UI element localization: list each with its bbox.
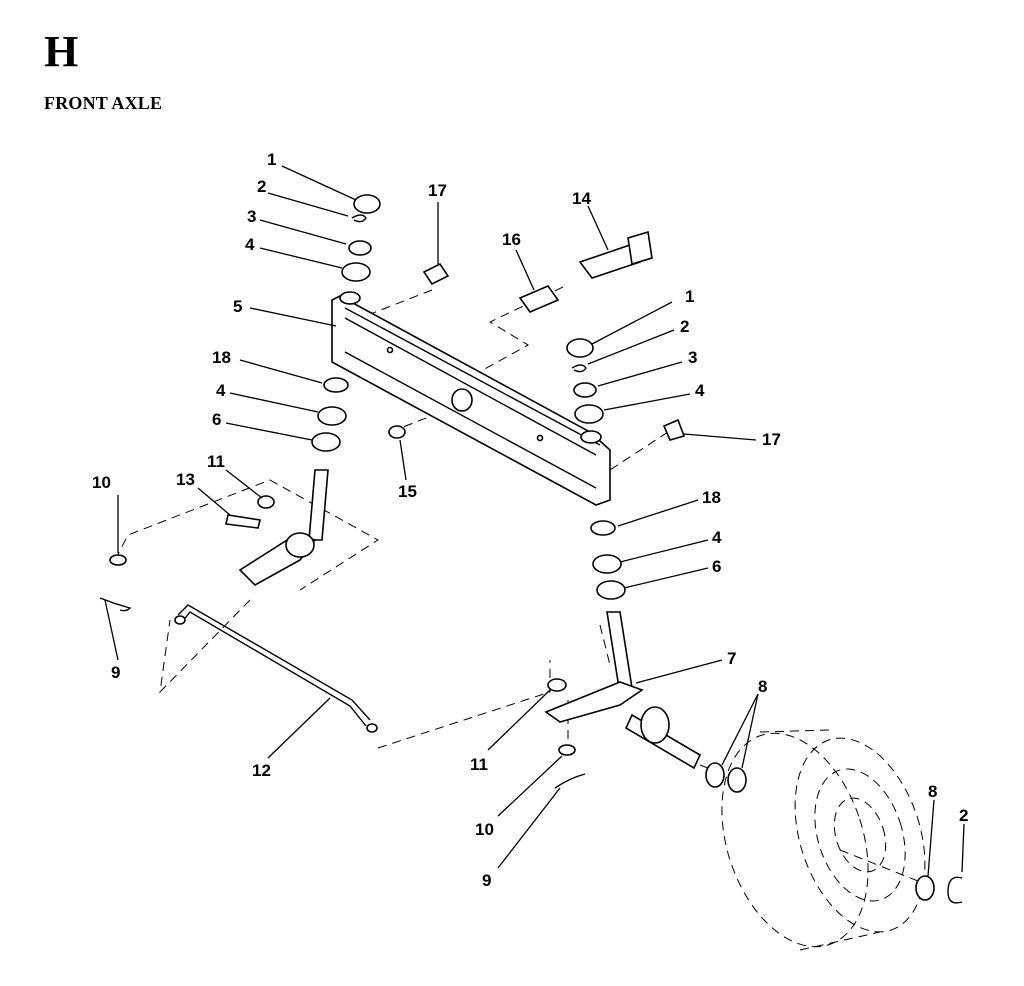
callout-11: 11 bbox=[207, 452, 225, 471]
callout-4: 4 bbox=[245, 235, 255, 254]
callout-18: 18 bbox=[212, 348, 231, 367]
callout-10: 10 bbox=[475, 820, 494, 839]
section-title: FRONT AXLE bbox=[44, 93, 163, 113]
callout-1: 1 bbox=[685, 287, 694, 306]
callout-9: 9 bbox=[111, 663, 120, 682]
center-hardware bbox=[388, 230, 686, 441]
callout-11: 11 bbox=[470, 755, 488, 774]
left-spindle-hardware bbox=[99, 194, 381, 612]
callout-14: 14 bbox=[572, 189, 591, 208]
callout-6: 6 bbox=[712, 557, 721, 576]
tire-phantom bbox=[721, 729, 926, 951]
callout-4: 4 bbox=[216, 381, 226, 400]
callout-1: 1 bbox=[267, 150, 276, 169]
tie-rod bbox=[174, 604, 378, 733]
callout-17: 17 bbox=[762, 430, 781, 449]
callout-labels: 1 2 3 4 5 18 4 6 17 16 14 1 2 3 4 17 15 … bbox=[92, 150, 968, 890]
callout-6: 6 bbox=[212, 410, 221, 429]
callout-3: 3 bbox=[688, 348, 697, 367]
callout-13: 13 bbox=[176, 470, 195, 489]
callout-4: 4 bbox=[695, 381, 705, 400]
callout-10: 10 bbox=[92, 473, 111, 492]
callout-8: 8 bbox=[928, 782, 937, 801]
callout-5: 5 bbox=[233, 297, 242, 316]
callout-16: 16 bbox=[502, 230, 521, 249]
phantom-lines bbox=[114, 286, 929, 886]
leader-lines bbox=[104, 165, 965, 877]
callout-7: 7 bbox=[727, 649, 736, 668]
callout-18: 18 bbox=[702, 488, 721, 507]
section-letter: H bbox=[44, 27, 79, 76]
callout-2: 2 bbox=[959, 806, 968, 825]
callout-9: 9 bbox=[482, 871, 491, 890]
callout-8: 8 bbox=[758, 677, 767, 696]
callout-2: 2 bbox=[257, 177, 266, 196]
callout-4: 4 bbox=[712, 528, 722, 547]
front-axle-beam bbox=[331, 291, 611, 506]
callout-17: 17 bbox=[428, 181, 447, 200]
right-spindle-hardware bbox=[544, 520, 963, 904]
callout-12: 12 bbox=[252, 761, 271, 780]
callout-2: 2 bbox=[680, 317, 689, 336]
callout-3: 3 bbox=[247, 207, 256, 226]
callout-15: 15 bbox=[398, 482, 417, 501]
